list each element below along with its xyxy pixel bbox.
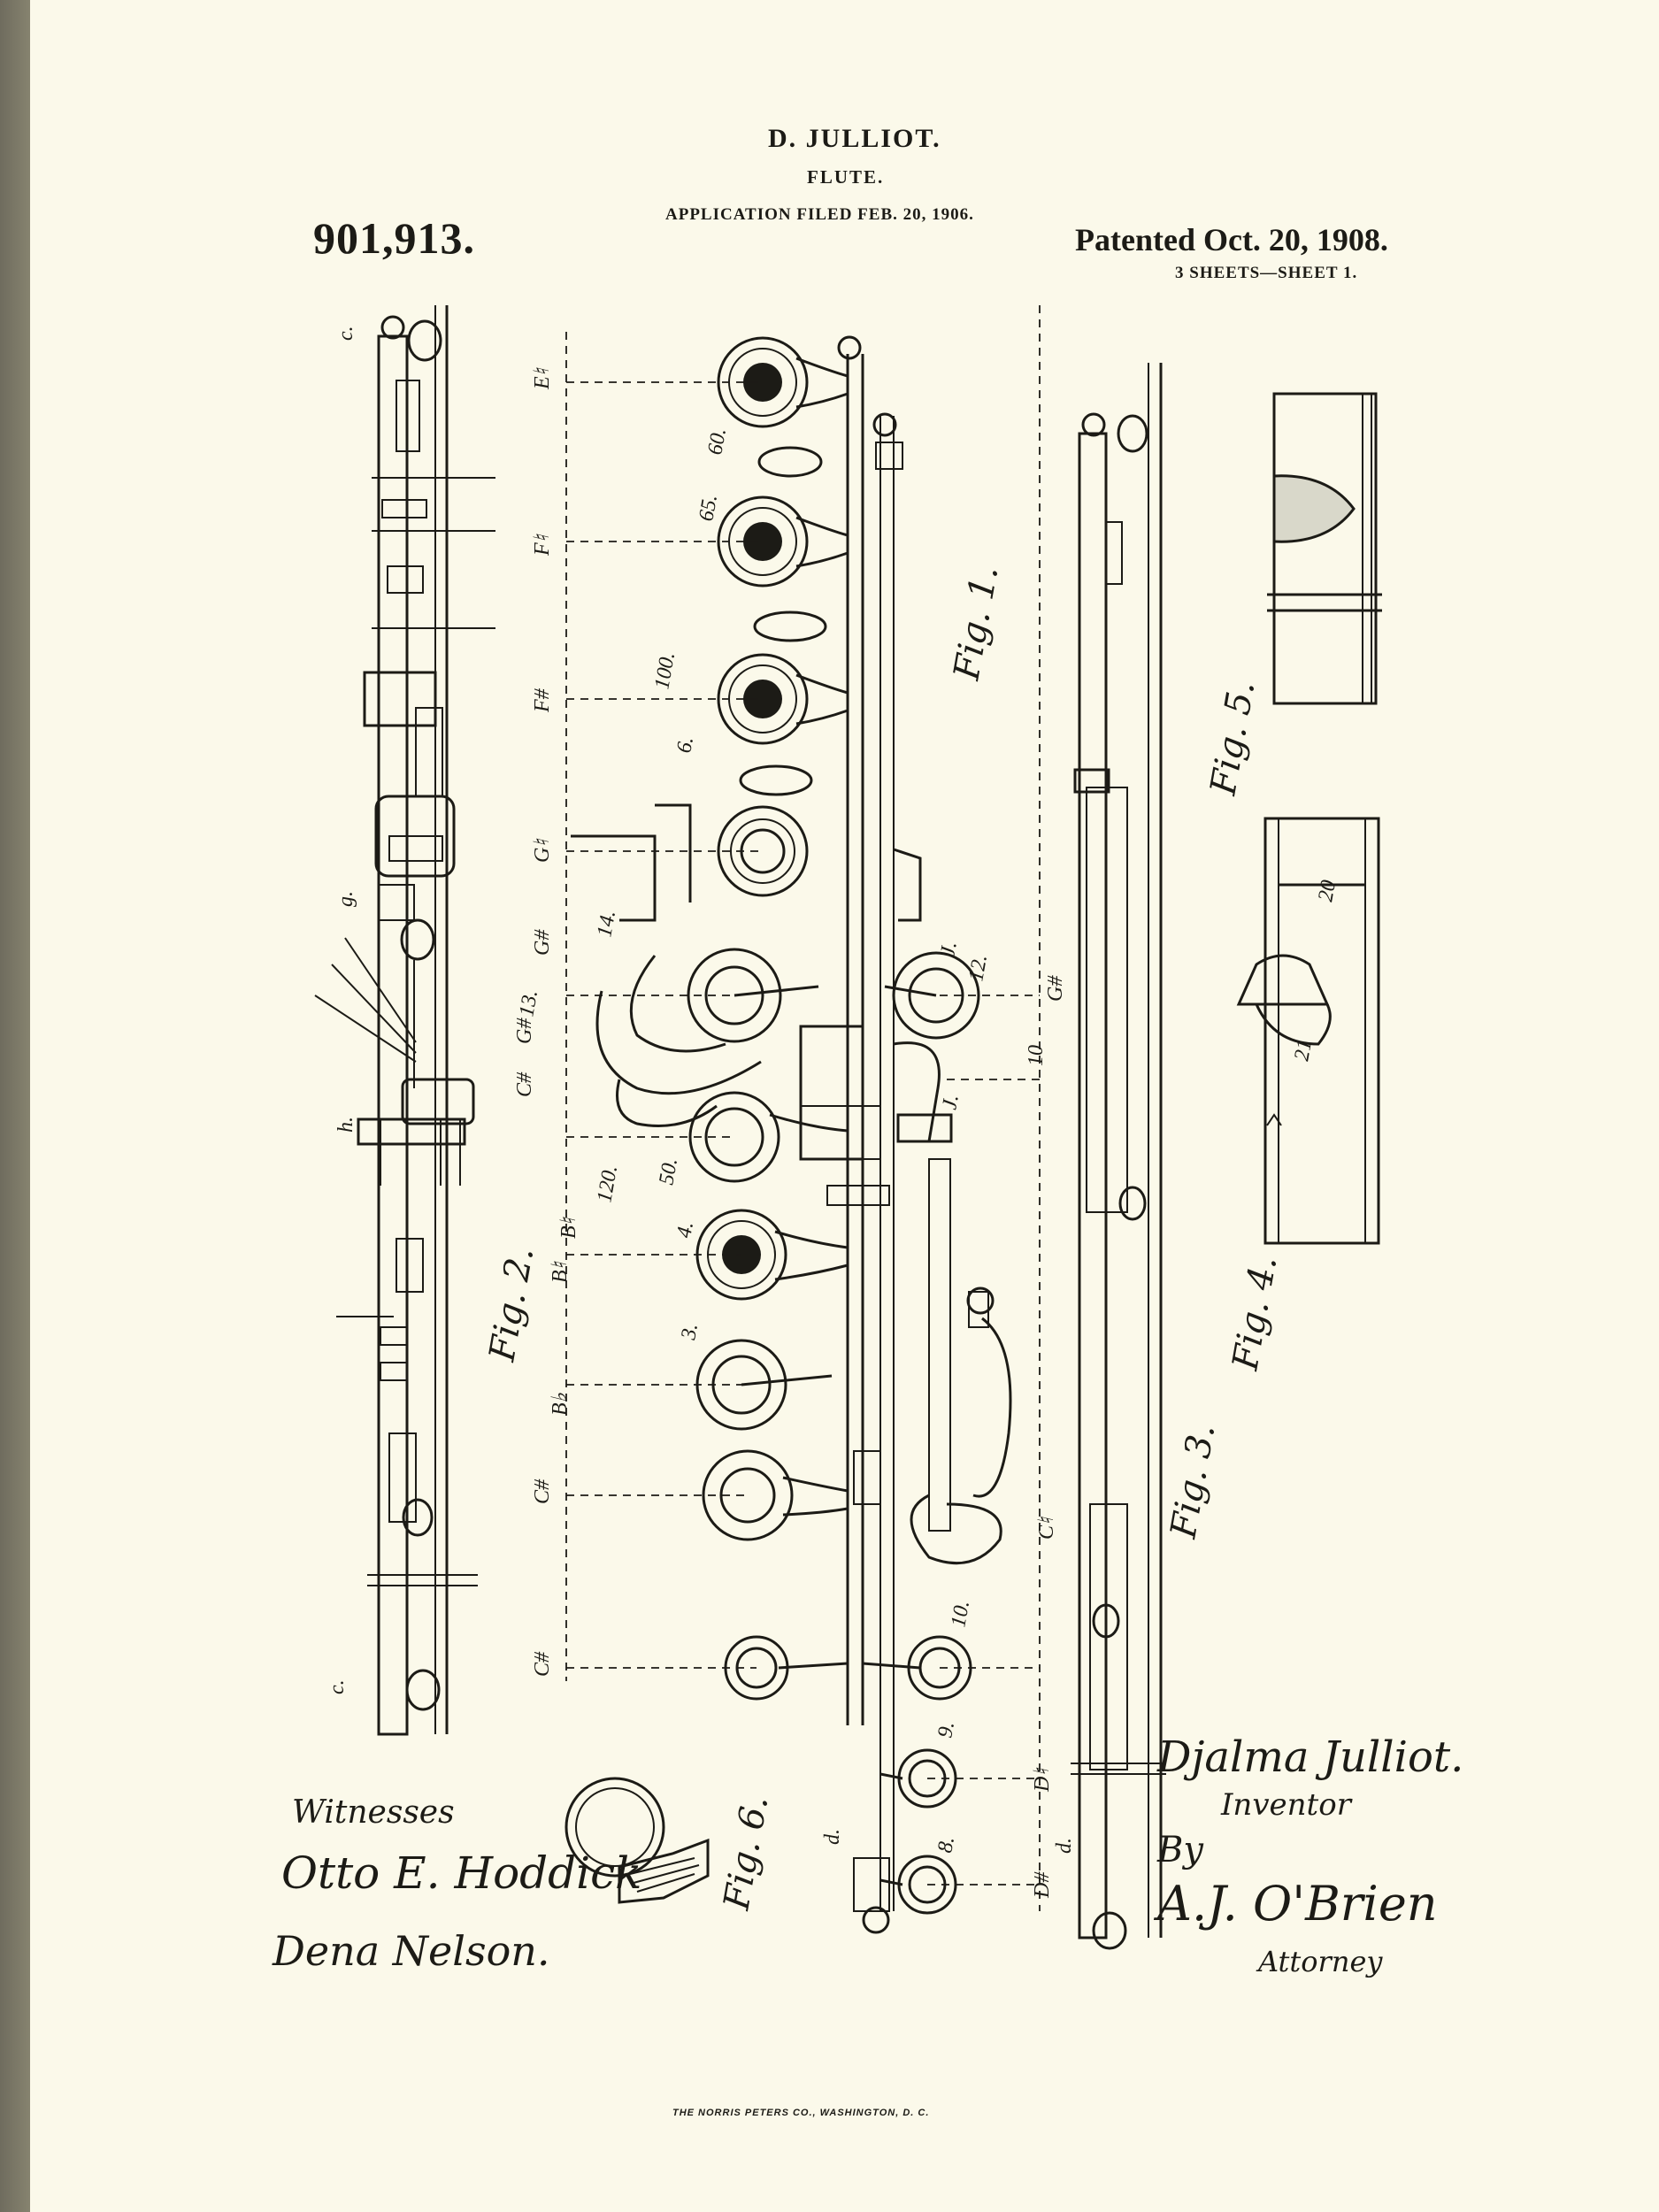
note-label-d: D♮ [1031,1767,1054,1793]
invention-title: FLUTE. [807,166,885,188]
witness-signature-1: Otto E. Hoddick [281,1847,642,1899]
ref-65: 65. [695,493,722,523]
note-label-ds: D# [1031,1871,1054,1899]
attorney-signature: A.J. O'Brien [1157,1876,1438,1932]
patent-number: 901,913. [313,213,475,263]
ref-100: 100. [650,650,680,691]
note-label-c: C♮ [1035,1516,1058,1540]
key-fs [717,653,849,745]
key-bflat [695,1339,833,1431]
ref-j-lower: J. [938,1093,963,1111]
fig4-section-detail [1236,817,1380,1245]
witnesses-label: Witnesses [292,1794,455,1831]
ref-3: 3. [677,1322,703,1342]
note-label-gs3: G# [1044,975,1067,1002]
application-filed: APPLICATION FILED FEB. 20, 1906. [665,205,974,224]
key-e [717,336,849,428]
fig1-label: Fig. 1. [946,563,1006,684]
note-label-bflat: B♭ [549,1392,572,1416]
fig2-label: Fig. 2. [481,1244,541,1365]
fig2-flute-side-view [314,305,495,1736]
note-label-fs: F# [531,687,554,713]
ref-j-upper: J. [936,940,961,958]
fig6-label: Fig. 6. [716,1793,776,1914]
key-g [717,805,809,897]
patented-date: Patented Oct. 20, 1908. [1075,222,1388,257]
ref-g: g. [334,891,357,907]
note-label-cs3: C# [531,1651,554,1677]
ref-9: 9. [933,1720,959,1740]
attorney-label: Attorney [1258,1945,1383,1978]
ref-50: 50. [655,1156,682,1187]
ref-c-bottom: c. [326,1679,349,1694]
ref-12: 12. [964,953,992,983]
ref-h: h. [334,1117,357,1133]
note-label-b1: B♮ [549,1260,572,1283]
key-gs-left [687,948,819,1043]
ref-14: 14. [593,909,620,939]
key-b [695,1209,849,1301]
ref-4: 4. [672,1220,698,1240]
inventor-name: D. JULLIOT. [768,124,941,153]
printer-credit: THE NORRIS PETERS CO., WASHINGTON, D. C. [672,2108,930,2118]
ref-20: 20 [1314,879,1340,903]
note-label-e: E♮ [531,366,554,390]
fig3-label: Fig. 3. [1163,1421,1223,1542]
sheet-count: 3 SHEETS—SHEET 1. [1175,264,1358,282]
note-guide-lines [565,305,1041,1911]
fig1-key-mechanism [565,335,1012,1934]
ref-10-small: 10 [1025,1045,1048,1066]
ref-c-top: c. [334,326,357,341]
ref-21: 21 [1290,1038,1317,1063]
inventor-signature: Djalma Julliot. [1157,1732,1464,1782]
note-label-g: G♮ [531,838,554,863]
frame-edge [0,0,30,2212]
key-f [717,495,849,588]
inventor-label: Inventor [1221,1787,1351,1823]
by-label: By [1157,1830,1203,1870]
note-label-b2: B♮ [557,1216,580,1239]
fig4-label: Fig. 4. [1225,1253,1285,1374]
fig5-tube-detail [1267,392,1382,705]
ref-60: 60. [703,426,731,457]
note-label-gs2: G# [513,1018,536,1044]
ref-d-fig3: d. [1053,1838,1076,1854]
fig6-ring-detail [565,1777,710,1904]
fig5-label: Fig. 5. [1202,678,1263,799]
ref-13: 13. [515,988,542,1018]
witness-signature-2: Dena Nelson. [273,1927,550,1975]
note-label-gs1: G# [531,929,554,956]
fig3-flute-side-view [1071,363,1166,1950]
key-gs-right [884,951,980,1040]
ref-d-fig1: d. [821,1829,844,1845]
note-label-cs2: C# [531,1479,554,1504]
ref-10: 10. [947,1599,974,1629]
note-label-f: F♮ [531,533,554,557]
key-a [688,1091,849,1183]
key-c [702,1449,849,1541]
ref-6: 6. [672,735,698,755]
ref-120: 120. [593,1164,622,1204]
ref-8: 8. [933,1835,959,1855]
note-label-cs1: C# [513,1071,536,1097]
